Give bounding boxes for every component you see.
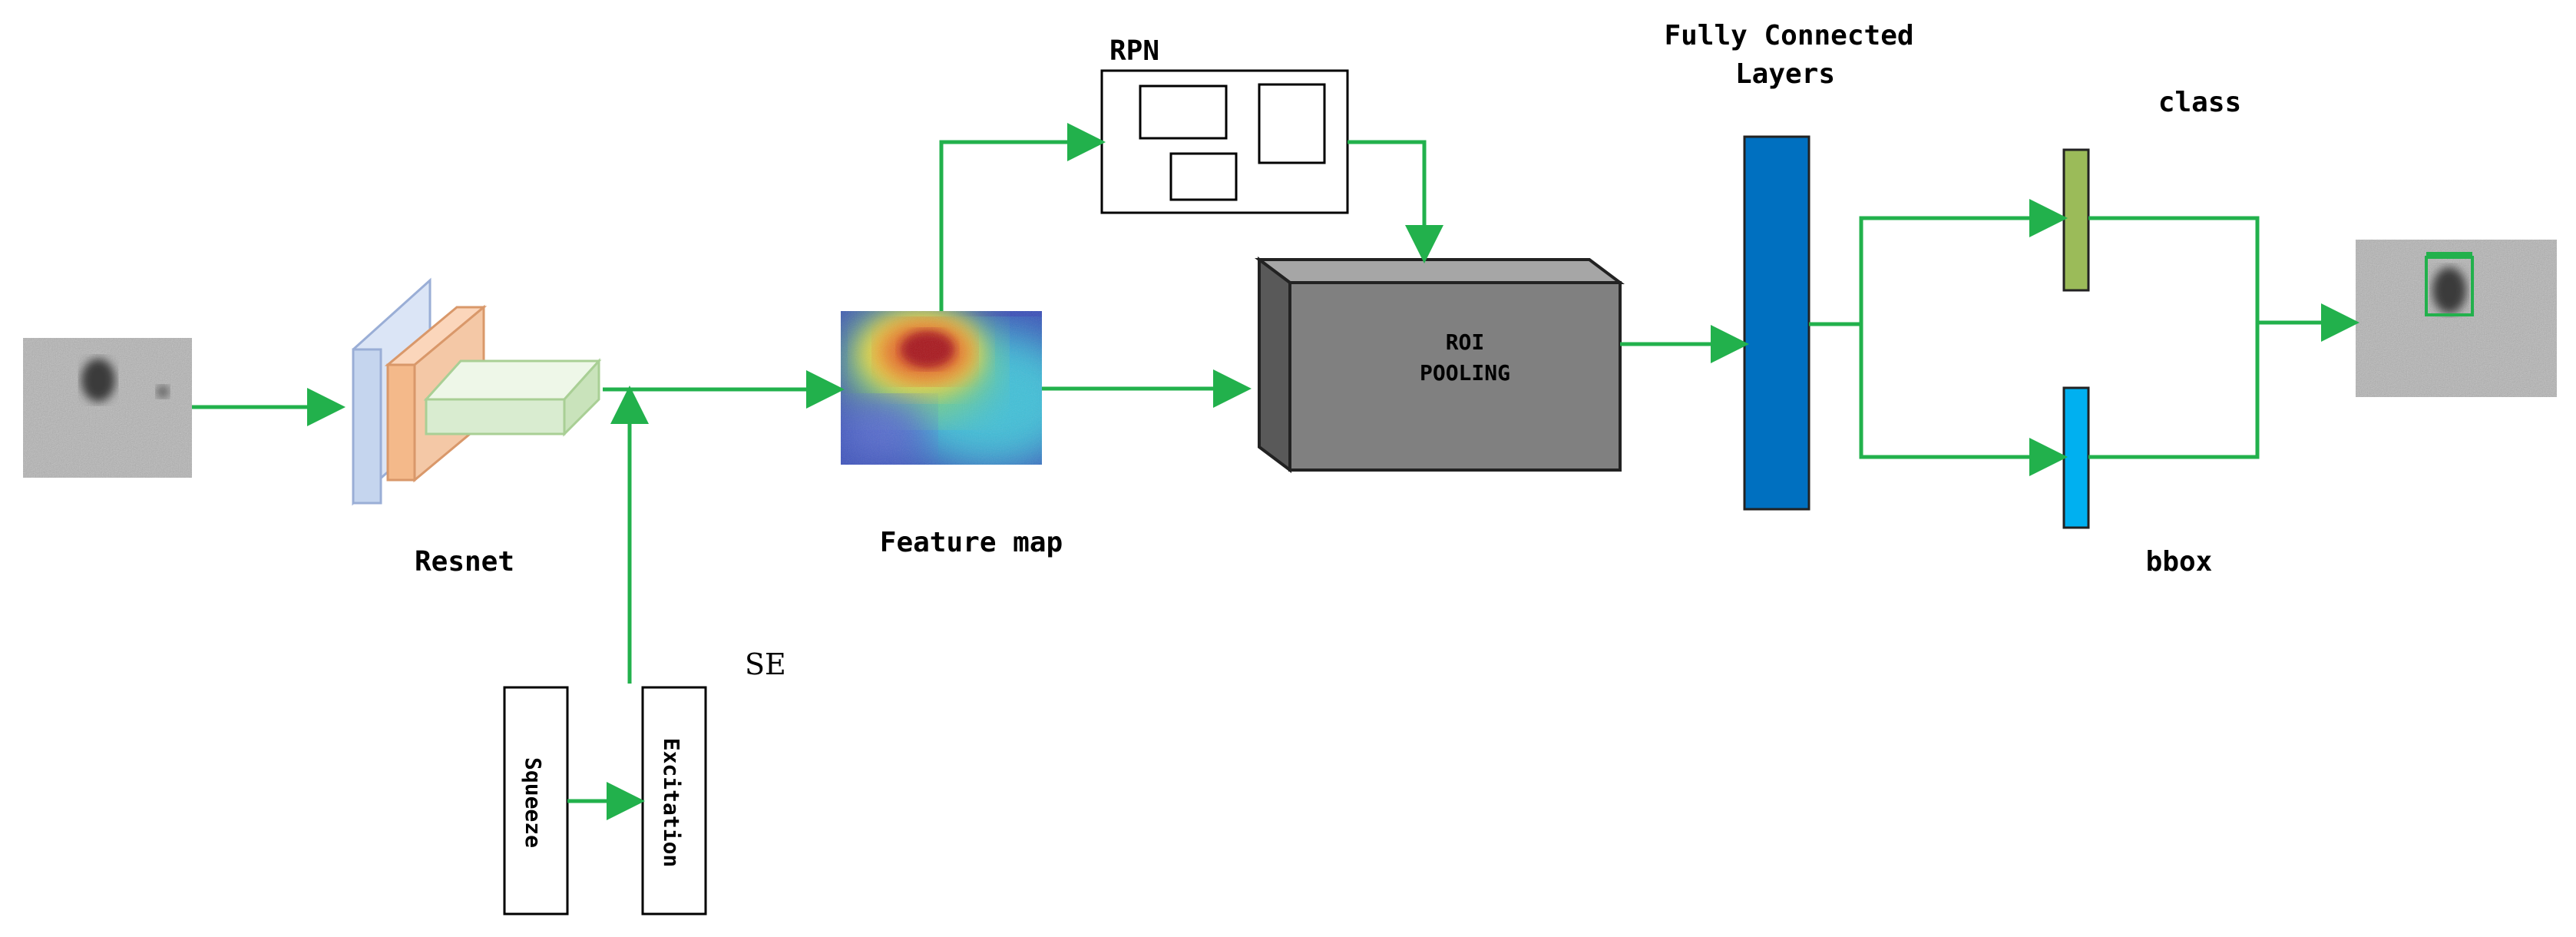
squeeze-block: Squeeze: [503, 686, 569, 915]
squeeze-label: Squeeze: [521, 757, 546, 848]
feature-map-image: [841, 311, 1042, 465]
class-head: [2062, 148, 2090, 292]
fully-connected-layer: [1743, 135, 1810, 511]
arrow-fc-to-class: [1859, 199, 2068, 324]
rpn-anchor-box: [1169, 152, 1238, 201]
arrow-fc-to-bbox: [1859, 324, 2068, 476]
roi-pooling-block: [1255, 257, 1625, 473]
fully-connected-label-2: Layers: [1735, 58, 1835, 90]
input-image: [23, 338, 192, 478]
connectors: [192, 123, 2359, 820]
rpn-anchor-box: [1258, 83, 1326, 164]
roi-pooling-label-2: POOLING: [1420, 360, 1510, 386]
rpn-box: [1100, 69, 1349, 214]
resnet-block: [352, 277, 602, 506]
rpn-label: RPN: [1109, 35, 1159, 67]
bbox-head: [2062, 386, 2090, 529]
feature-map-label: Feature map: [880, 527, 1063, 558]
bbox-label: bbox: [2146, 546, 2213, 578]
heads-merge: [2088, 216, 2260, 459]
resnet-label: Resnet: [415, 546, 514, 578]
class-label: class: [2158, 87, 2241, 118]
excitation-label: Excitation: [659, 738, 684, 868]
excitation-block: Excitation: [641, 686, 707, 915]
arrow-featuremap-to-rpn: [939, 123, 1106, 311]
roi-pooling-label-1: ROI: [1446, 329, 1485, 355]
resnet-green-layer: [425, 398, 566, 435]
resnet-blue-layer: [352, 348, 382, 505]
arrow-rpn-to-roi: [1348, 140, 1443, 263]
fully-connected-label-1: Fully Connected: [1664, 20, 1913, 51]
resnet-orange-layer: [386, 363, 416, 482]
rpn-anchor-box: [1139, 84, 1228, 140]
se-label: SE: [745, 647, 786, 681]
output-image: [2356, 240, 2557, 397]
